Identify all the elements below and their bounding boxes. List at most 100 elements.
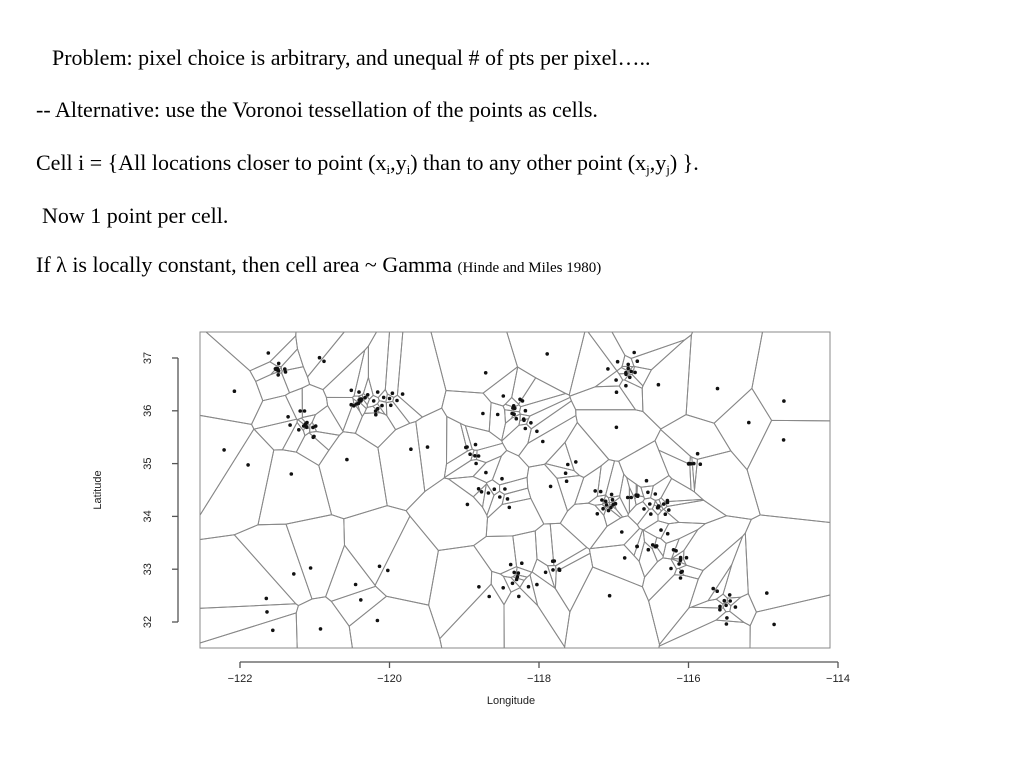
voronoi-cell [445,415,468,465]
voronoi-cell [554,552,594,613]
voronoi-cell [439,583,505,649]
data-point [661,502,666,506]
x-tick-label: −118 [527,673,551,685]
data-point [305,425,309,429]
x-tick-label: −116 [677,673,701,685]
data-point [501,586,506,590]
data-point [747,420,751,425]
data-point [606,508,611,513]
voronoi-cell [233,523,313,607]
voronoi-cell [257,449,333,526]
data-point [380,403,384,408]
voronoi-cell [308,430,341,452]
sub-j-1: j [646,162,650,177]
data-point [728,599,732,603]
data-point [514,416,519,421]
data-point [505,497,510,501]
data-point [650,543,655,547]
y-tick-label: 37 [142,352,154,364]
data-point [535,582,539,587]
data-point [286,415,290,419]
voronoi-cell [441,389,492,433]
voronoi-cell [564,421,610,479]
voronoi-cell [490,570,512,606]
voronoi-cell [623,527,644,557]
voronoi-cell [642,497,656,510]
voronoi-cell [744,514,831,613]
sub-i-2: i [406,162,411,177]
voronoi-cell [343,505,411,587]
data-point [520,399,525,403]
voronoi-cell [658,619,751,649]
data-point [642,507,646,511]
voronoi-cell [642,520,670,540]
data-point [313,424,318,428]
data-point [375,618,380,623]
data-point [276,373,281,377]
voronoi-cell [618,379,644,413]
line3-pre: Cell i = {All locations closer to point … [36,150,387,175]
voronoi-cell [589,515,641,550]
text-line-4: Now 1 point per cell. [42,203,229,228]
voronoi-cell [564,566,661,649]
data-point [298,409,303,413]
voronoi-cell [549,522,588,567]
voronoi-cell [519,413,531,422]
data-point [265,610,269,614]
voronoi-cell [342,401,363,434]
data-point [614,390,619,395]
voronoi-cell [475,442,508,464]
y-tick-label: 34 [142,510,154,522]
voronoi-cell [670,528,700,560]
data-point [317,355,322,360]
data-point [484,470,488,475]
voronoi-cells [199,331,831,649]
data-point [625,495,630,500]
y-tick-label: 33 [142,563,154,575]
data-point [381,395,386,400]
data-point [514,577,519,582]
data-point [222,448,226,452]
data-point [593,489,597,493]
data-point [646,490,650,495]
voronoi-cell [641,557,678,602]
voronoi-cell [295,432,330,467]
voronoi-cell [396,331,447,418]
data-point [733,605,738,609]
data-point [727,593,732,597]
data-point [292,572,296,576]
data-point [465,502,470,507]
voronoi-cell [199,428,275,541]
data-point [698,462,703,467]
data-point [352,404,356,408]
data-point [663,512,668,516]
data-point [628,375,632,380]
data-point [232,389,237,394]
data-point [646,547,651,552]
data-point [724,603,728,608]
voronoi-cell [664,498,705,508]
data-point [311,435,316,440]
data-point [603,499,608,504]
voronoi-cell [518,392,571,417]
data-point [305,420,309,425]
data-point [772,622,776,627]
data-point [425,445,430,449]
voronoi-cell [363,405,382,414]
voronoi-cell [269,334,299,368]
data-point [653,492,658,496]
y-tick-label: 35 [142,457,154,469]
voronoi-cell [658,606,727,647]
voronoi-cell [415,407,448,493]
voronoi-cell [587,331,626,372]
voronoi-cell [650,474,673,502]
data-point [476,454,481,458]
data-point [288,423,292,427]
data-point [632,350,636,355]
data-point [563,471,568,476]
data-point [526,584,531,589]
data-point [648,502,652,506]
voronoi-cell [280,347,304,372]
data-point [680,569,684,574]
voronoi-cell [325,544,377,602]
